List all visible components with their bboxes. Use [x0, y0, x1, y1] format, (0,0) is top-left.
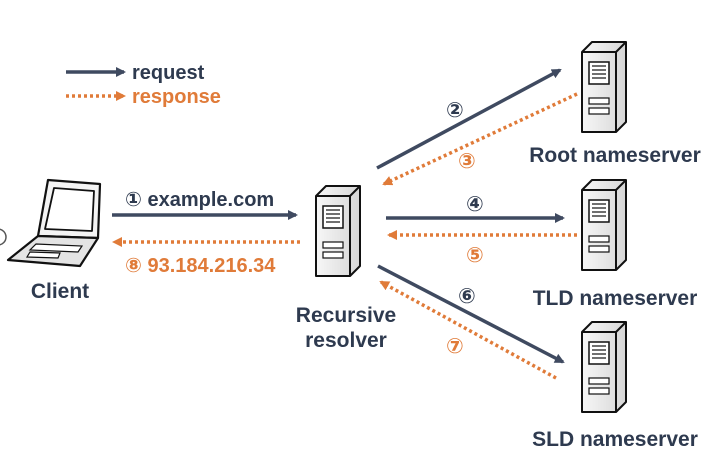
- resolver-server-icon: [315, 185, 361, 277]
- arrow-6-request: [377, 264, 565, 364]
- tld-server-icon: [581, 179, 627, 271]
- tld-nameserver-label: TLD nameserver: [533, 287, 698, 310]
- step-4-label: ④: [466, 193, 484, 216]
- step-3-label: ③: [458, 150, 476, 173]
- arrow-3-response: [382, 92, 578, 186]
- root-nameserver-label: Root nameserver: [529, 144, 701, 167]
- legend: request response: [66, 62, 221, 108]
- arrow-2-request: [376, 68, 562, 170]
- step-2-label: ②: [446, 99, 464, 122]
- resolver-label-line2: resolver: [305, 329, 387, 352]
- step-7-label: ⑦: [446, 335, 464, 358]
- edge-circle-icon: [0, 228, 7, 246]
- sld-server-icon: [581, 321, 627, 413]
- step-6-label: ⑥: [458, 285, 476, 308]
- client-label: Client: [31, 280, 89, 303]
- sld-nameserver-label: SLD nameserver: [532, 428, 698, 451]
- step-8-label: ⑧ 93.184.216.34: [125, 255, 276, 277]
- legend-response-label: response: [132, 86, 221, 108]
- step-5-label: ⑤: [466, 244, 484, 267]
- legend-request-label: request: [132, 62, 205, 84]
- resolver-label-line1: Recursive: [296, 304, 396, 327]
- root-server-icon: [581, 41, 627, 133]
- step-1-label: ① example.com: [125, 189, 274, 211]
- client-laptop-icon: [6, 178, 102, 268]
